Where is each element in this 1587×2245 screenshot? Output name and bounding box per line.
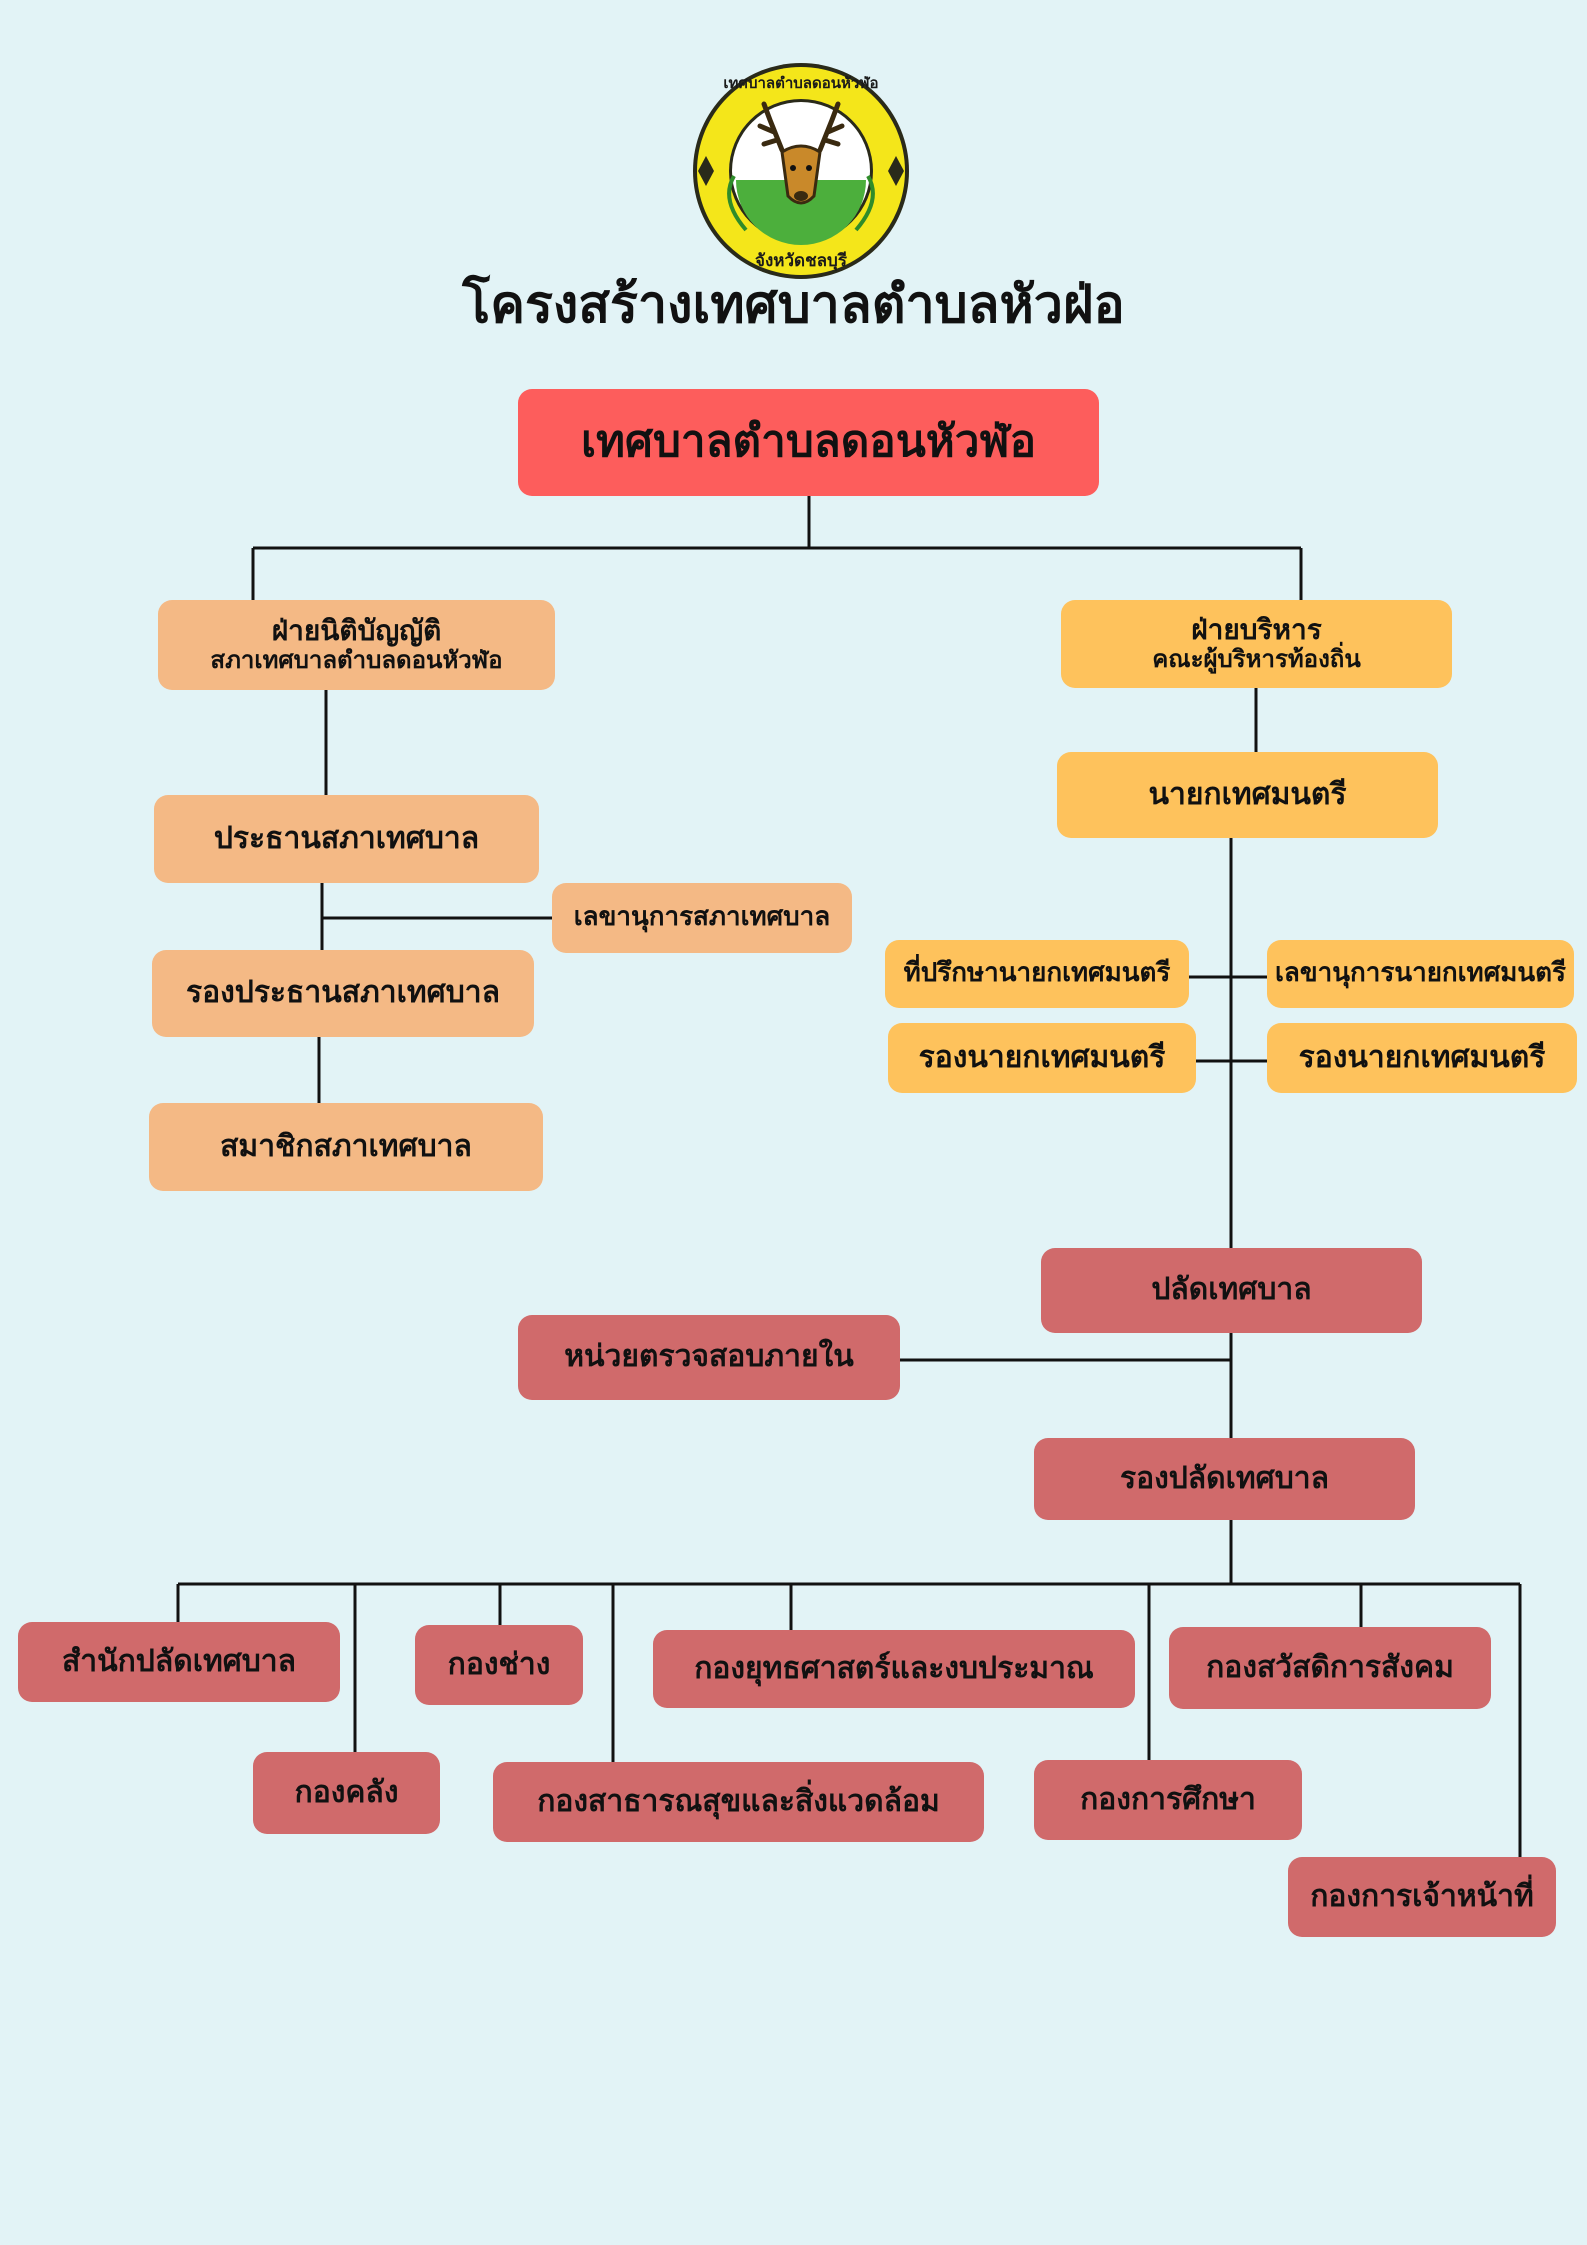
division-education: กองการศึกษา [1034,1760,1302,1840]
mayor: นายกเทศมนตรี [1057,752,1438,838]
division-label: กองสวัสดิการสังคม [1206,1649,1454,1685]
svg-text:เทศบาลตำบลดอนหัวฬ่อ: เทศบาลตำบลดอนหัวฬ่อ [723,74,878,92]
division-finance: กองคลัง [253,1752,440,1834]
division-label: กองช่าง [447,1646,551,1682]
org-root: เทศบาลตำบลดอนหัวฬ่อ [518,389,1099,496]
division-label: กองการเจ้าหน้าที่ [1310,1878,1534,1914]
mayor-label: นายกเทศมนตรี [1148,776,1347,812]
division-label: กองยุทธศาสตร์และงบประมาณ [694,1650,1094,1686]
council-vice-chair: รองประธานสภาเทศบาล [152,950,534,1037]
deputy-mayor-1-label: รองนายกเทศมนตรี [918,1039,1166,1075]
executive-branch: ฝ่ายบริหาร คณะผู้บริหารท้องถิ่น [1061,600,1452,688]
council-secretary: เลขานุการสภาเทศบาล [552,883,852,953]
council-chair-label: ประธานสภาเทศบาล [213,820,480,856]
division-strategy-budget: กองยุทธศาสตร์และงบประมาณ [653,1630,1135,1708]
legislative-subtitle: สภาเทศบาลตำบลดอนหัวฬ่อ [210,646,503,675]
municipal-clerk: ปลัดเทศบาล [1041,1248,1422,1333]
mayor-advisor-label: ที่ปรึกษานายกเทศมนตรี [903,958,1171,989]
council-chair: ประธานสภาเทศบาล [154,795,539,883]
mayor-advisor: ที่ปรึกษานายกเทศมนตรี [885,940,1189,1008]
mayor-secretary-label: เลขานุการนายกเทศมนตรี [1275,958,1566,989]
page-title: โครงสร้างเทศบาลตำบลหัวฝ่อ [462,275,1125,335]
legislative-branch: ฝ่ายนิติบัญญัติ สภาเทศบาลตำบลดอนหัวฬ่อ [158,600,555,690]
executive-title: ฝ่ายบริหาร [1191,613,1322,647]
mayor-secretary: เลขานุการนายกเทศมนตรี [1267,940,1574,1008]
deputy-mayor-2: รองนายกเทศมนตรี [1267,1023,1577,1093]
deputy-clerk: รองปลัดเทศบาล [1034,1438,1415,1520]
council-members-label: สมาชิกสภาเทศบาล [220,1128,472,1164]
division-social-welfare: กองสวัสดิการสังคม [1169,1627,1491,1709]
council-members: สมาชิกสภาเทศบาล [149,1103,543,1191]
division-public-health: กองสาธารณสุขและสิ่งแวดล้อม [493,1762,984,1842]
division-label: กองคลัง [294,1774,399,1810]
svg-text:จังหวัดชลบุรี: จังหวัดชลบุรี [755,250,848,271]
municipality-seal-logo: เทศบาลตำบลดอนหัวฬ่อ จังหวัดชลบุรี [693,63,909,279]
internal-audit-label: หน่วยตรวจสอบภายใน [564,1339,854,1375]
executive-subtitle: คณะผู้บริหารท้องถิ่น [1152,645,1361,674]
deputy-clerk-label: รองปลัดเทศบาล [1119,1460,1330,1496]
division-clerk-office: สำนักปลัดเทศบาล [18,1622,340,1702]
legislative-title: ฝ่ายนิติบัญญัติ [271,614,442,648]
internal-audit: หน่วยตรวจสอบภายใน [518,1315,900,1400]
deputy-mayor-2-label: รองนายกเทศมนตรี [1298,1039,1546,1075]
division-label: สำนักปลัดเทศบาล [61,1643,297,1679]
division-label: กองสาธารณสุขและสิ่งแวดล้อม [537,1783,940,1819]
council-vice-chair-label: รองประธานสภาเทศบาล [186,975,500,1011]
deputy-mayor-1: รองนายกเทศมนตรี [888,1023,1196,1093]
division-personnel: กองการเจ้าหน้าที่ [1288,1857,1556,1937]
division-label: กองการศึกษา [1080,1781,1256,1817]
org-root-label: เทศบาลตำบลดอนหัวฬ่อ [580,416,1037,468]
division-engineering: กองช่าง [415,1625,583,1705]
council-secretary-label: เลขานุการสภาเทศบาล [573,902,831,933]
municipal-clerk-label: ปลัดเทศบาล [1151,1272,1312,1308]
